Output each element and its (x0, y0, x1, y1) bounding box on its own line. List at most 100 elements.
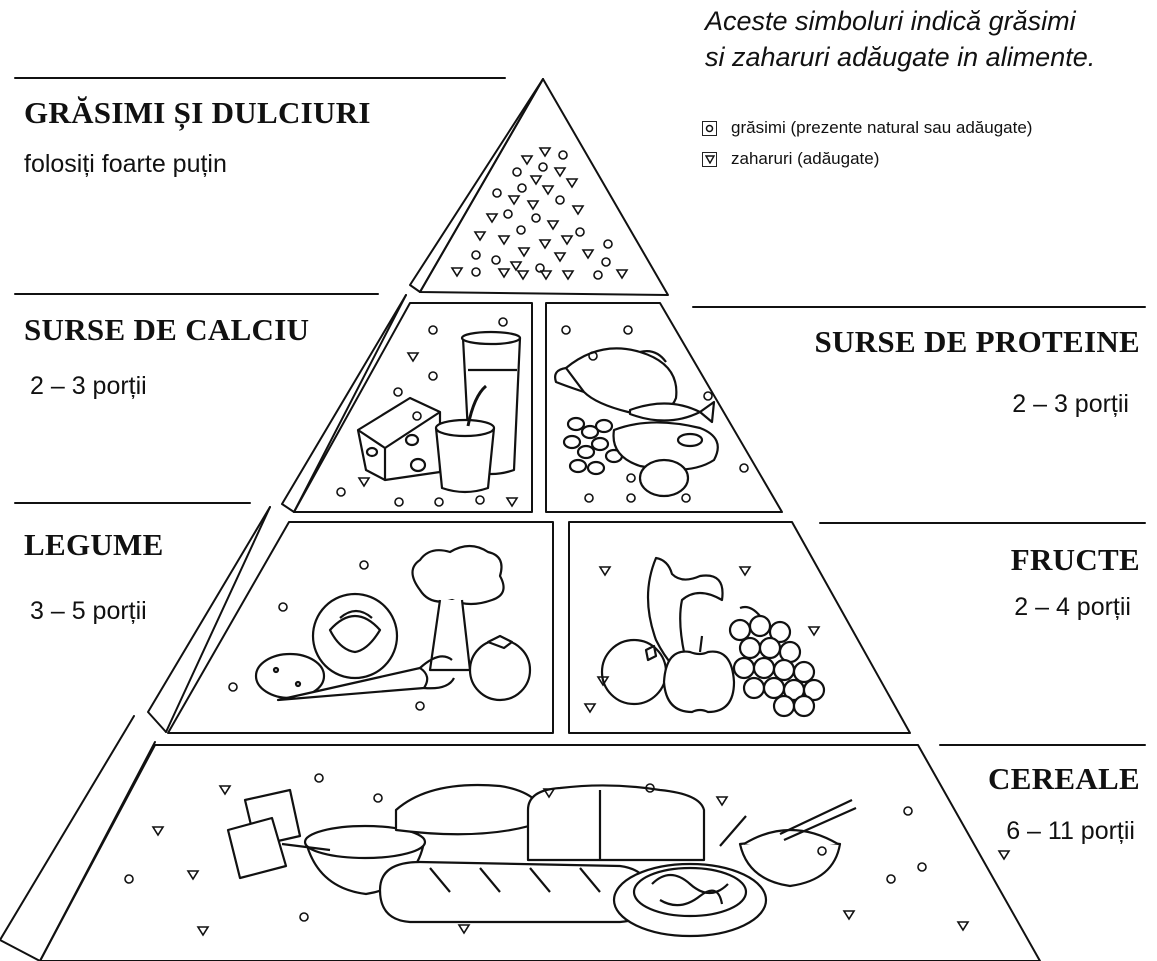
fat-symbol-icon (602, 258, 610, 266)
vegetables-title: LEGUME (24, 527, 164, 563)
fat-symbol-icon (532, 214, 540, 222)
fat-symbol-icon (472, 251, 480, 259)
fat-symbol-icon (499, 318, 507, 326)
legend-fats: grăsimi (prezente natural sau adăugate) (702, 118, 1032, 138)
fat-symbol-icon (585, 494, 593, 502)
fat-symbol-icon (492, 256, 500, 264)
fat-symbol-icon (429, 326, 437, 334)
fat-symbol-icon (416, 702, 424, 710)
fat-symbol-icon (300, 913, 308, 921)
beans-cluster (564, 418, 622, 474)
fat-symbol-icon (125, 875, 133, 883)
fat-symbol-icon (472, 268, 480, 276)
fat-symbol-icon (337, 488, 345, 496)
sugar-symbol-icon (459, 925, 469, 933)
fat-symbol-icon (517, 226, 525, 234)
sugar-symbol-icon (555, 253, 565, 261)
sugar-symbol-icon (540, 148, 550, 156)
triangle-icon (702, 152, 717, 167)
fat-symbol-icon (493, 189, 501, 197)
fat-symbol-icon (539, 163, 547, 171)
legend-sugars-label: zaharuri (adăugate) (731, 149, 879, 169)
fruits-title: FRUCTE (1011, 542, 1140, 578)
fat-symbol-icon (682, 494, 690, 502)
sugar-symbol-icon (499, 236, 509, 244)
fat-symbol-icon (315, 774, 323, 782)
sugar-symbol-icon (555, 168, 565, 176)
fats-sweets-title: GRĂSIMI ȘI DULCIURI (24, 95, 371, 131)
fat-symbol-icon (229, 683, 237, 691)
sugar-symbol-icon (522, 156, 532, 164)
fat-symbol-icon (740, 464, 748, 472)
sugar-symbol-icon (509, 196, 519, 204)
fat-symbol-icon (394, 388, 402, 396)
sugar-symbol-icon (617, 270, 627, 278)
cereals-drawing (228, 785, 856, 936)
calcium-servings: 2 – 3 porții (30, 372, 147, 401)
fat-symbol-icon (904, 807, 912, 815)
fat-symbol-icon (504, 210, 512, 218)
grapes-cluster (730, 607, 824, 716)
sugar-symbol-icon (600, 567, 610, 575)
sugar-symbol-icon (511, 262, 521, 270)
sugar-symbol-icon (573, 206, 583, 214)
sugar-symbol-icon (563, 271, 573, 279)
sugar-symbol-icon (999, 851, 1009, 859)
fat-symbol-icon (704, 392, 712, 400)
circle-icon (702, 121, 717, 136)
sugar-symbol-icon (809, 627, 819, 635)
sugar-symbol-icon (567, 179, 577, 187)
sugar-symbol-icon (487, 214, 497, 222)
vegetables-servings: 3 – 5 porții (30, 597, 147, 626)
fat-symbol-icon (887, 875, 895, 883)
sugar-symbol-icon (585, 704, 595, 712)
protein-title: SURSE DE PROTEINE (814, 324, 1140, 360)
legend-sugars: zaharuri (adăugate) (702, 149, 879, 169)
fat-symbol-icon (395, 498, 403, 506)
sugar-symbol-icon (562, 236, 572, 244)
sugar-symbol-icon (452, 268, 462, 276)
symbols-note: Aceste simboluri indică grăsimi si zahar… (705, 3, 1095, 75)
fat-symbol-icon (556, 196, 564, 204)
fat-symbol-icon (562, 326, 570, 334)
sugar-symbol-icon (717, 797, 727, 805)
fat-symbol-icon (576, 228, 584, 236)
sugar-symbol-icon (740, 567, 750, 575)
sugar-symbol-icon (359, 478, 369, 486)
protein-foods-drawing (555, 348, 718, 496)
sugar-symbol-icon (531, 176, 541, 184)
fat-symbol-icon (429, 372, 437, 380)
sugar-symbol-icon (583, 250, 593, 258)
sugar-symbol-icon (519, 248, 529, 256)
fat-symbol-icon (518, 184, 526, 192)
sugar-symbol-icon (507, 498, 517, 506)
sugar-symbol-icon (540, 240, 550, 248)
fat-symbol-icon (513, 168, 521, 176)
sugar-symbol-icon (528, 201, 538, 209)
sugar-symbol-icon (408, 353, 418, 361)
sugar-symbol-icon (499, 269, 509, 277)
fat-symbol-icon (604, 240, 612, 248)
protein-servings: 2 – 3 porții (1012, 390, 1129, 419)
cereals-servings: 6 – 11 porții (1006, 817, 1135, 846)
fat-symbol-icon (627, 474, 635, 482)
fats-sugars-symbols (452, 148, 627, 279)
sugar-symbol-icon (475, 232, 485, 240)
symbols-note-line-1: Aceste simboluri indică grăsimi (705, 3, 1095, 39)
fats-sweets-servings: folosiți foarte puțin (24, 150, 227, 179)
legend-fats-label: grăsimi (prezente natural sau adăugate) (731, 118, 1032, 138)
calcium-foods-drawing (358, 332, 520, 492)
fat-symbol-icon (627, 494, 635, 502)
fruits-servings: 2 – 4 porții (1014, 593, 1131, 622)
sugar-symbol-icon (220, 786, 230, 794)
sugar-symbol-icon (518, 271, 528, 279)
vegetables-drawing (256, 546, 530, 700)
calcium-title: SURSE DE CALCIU (24, 312, 309, 348)
fat-symbol-icon (435, 498, 443, 506)
fat-symbol-icon (360, 561, 368, 569)
fat-symbol-icon (594, 271, 602, 279)
sugar-symbol-icon (198, 927, 208, 935)
fat-symbol-icon (374, 794, 382, 802)
sugar-symbol-icon (541, 271, 551, 279)
